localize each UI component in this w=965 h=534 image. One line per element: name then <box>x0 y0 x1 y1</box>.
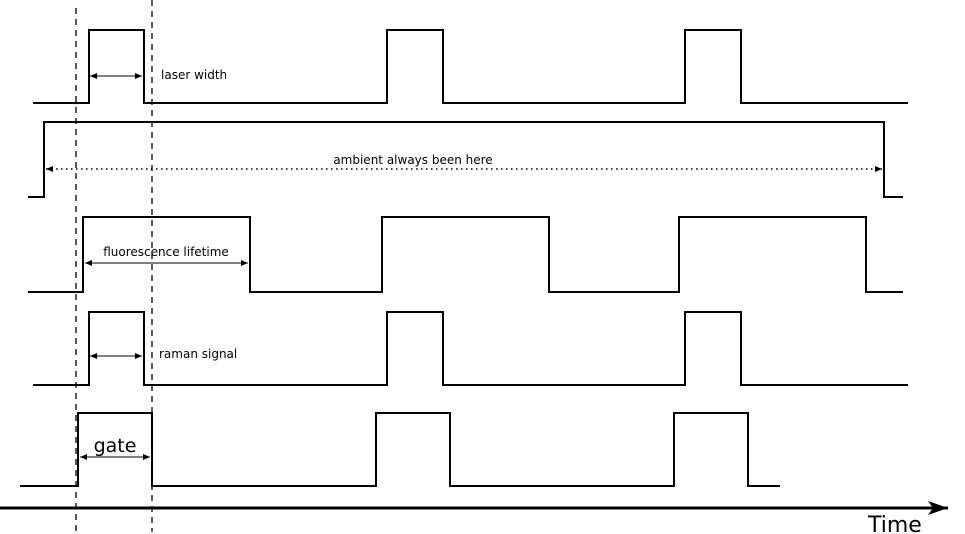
laser-width-label: laser width <box>161 68 227 82</box>
gate-signal <box>20 412 780 487</box>
raman-signal <box>33 311 908 386</box>
laser-pulse-train <box>33 29 908 104</box>
time-axis-label: Time <box>867 513 922 534</box>
ambient-label: ambient always been here <box>333 153 492 167</box>
fluorescence-signal <box>28 216 903 293</box>
raman-label: raman signal <box>159 347 237 361</box>
fluorescence-label: fluorescence lifetime <box>103 245 229 259</box>
ambient-signal <box>28 121 903 198</box>
gate-label: gate <box>94 435 137 457</box>
